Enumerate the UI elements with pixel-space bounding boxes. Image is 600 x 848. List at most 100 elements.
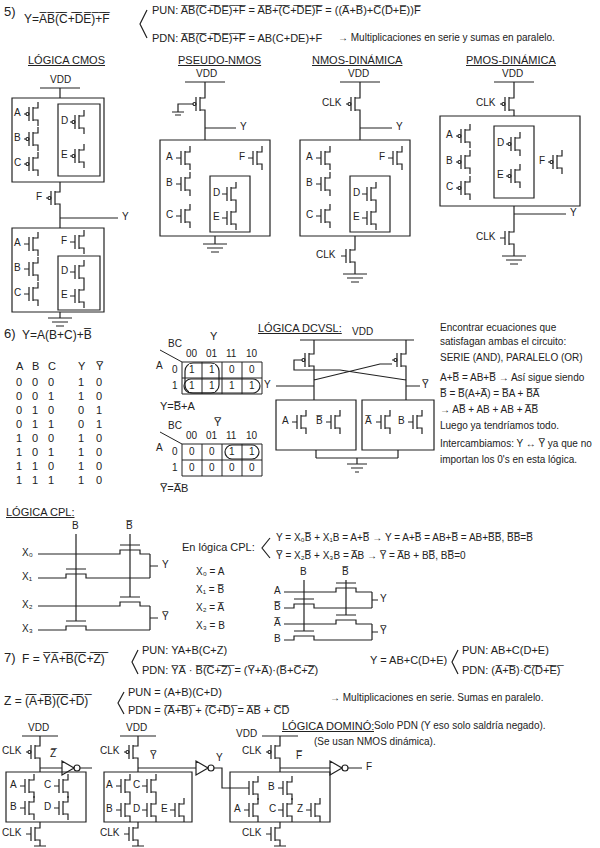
wire <box>494 82 566 264</box>
table-cell: 1 <box>32 474 38 487</box>
pin-label: A̅ <box>365 415 372 427</box>
nmos-transistor <box>316 204 330 228</box>
nmos-transistor <box>20 774 34 798</box>
table-cell: 0 <box>32 446 38 459</box>
pin-label: X₃ <box>22 623 33 635</box>
pin-label: VDD <box>28 722 49 734</box>
pmos-transistor <box>26 740 40 764</box>
note-text: importan los 0's en esta lógica. <box>440 454 577 466</box>
equation: X₀ = A <box>196 566 224 578</box>
section-heading: NMOS-DINÁMICA <box>312 54 402 67</box>
pin-label: CLK <box>100 745 119 757</box>
pin-label: A <box>306 151 313 163</box>
nmos-transistor <box>376 410 390 434</box>
equation: Y̅=A̅B <box>160 482 188 495</box>
equation: Y <box>210 330 217 343</box>
pmos-transistor <box>506 164 520 188</box>
equation: Y=B̅+A <box>160 400 195 413</box>
pin-label: E <box>497 169 504 181</box>
equation: Y = X₀B̅ + X₁B = A+B̅ → Y = A+B̅ = AB+B̅… <box>276 532 533 544</box>
table-cell: 0 <box>209 446 215 458</box>
nmos-transistor <box>176 172 190 196</box>
pin-label: E <box>213 211 220 223</box>
note-text: → Multiplicaciones en serie. Sumas en pa… <box>330 692 543 704</box>
table-cell: 0 <box>189 462 195 474</box>
nmos-transistor <box>292 410 306 434</box>
pin-label: F <box>61 235 67 247</box>
nmos-transistor <box>24 257 38 281</box>
note-text: SERIE (AND), PARALELO (OR) <box>440 352 583 364</box>
pin-label: BC <box>168 338 182 350</box>
wire <box>40 88 118 326</box>
nmos-transistor <box>222 182 236 206</box>
pin-label: Y <box>240 121 247 133</box>
exercise-number: 7) <box>4 650 16 666</box>
table-cell: 0 <box>48 460 54 473</box>
table-cell: Y̅ <box>96 360 103 373</box>
table-cell: 1 <box>96 404 102 417</box>
table-cell: 1 <box>249 446 255 458</box>
note-text: Luego ya tendríamos todo. <box>440 420 559 432</box>
table-cell: 1 <box>78 474 84 487</box>
pmos-transistor <box>548 150 562 174</box>
table-cell: 1 <box>78 390 84 403</box>
equation: PDN = (̅A̅+̅B̅)̅ + (̅C̅+̅D̅)̅ = A̅B̅ + C… <box>128 704 289 717</box>
pin-label: E <box>61 289 68 301</box>
pin-label: B̅ <box>316 415 323 427</box>
equation: X₃ = B <box>196 620 225 632</box>
nmos-transistor <box>266 822 280 846</box>
pmos-transistor <box>456 124 470 148</box>
pin-label: VDD <box>348 68 369 80</box>
pmos-transistor <box>456 150 470 174</box>
pin-label: A <box>156 442 163 454</box>
pmos-transistor <box>506 132 520 156</box>
table-cell: 0 <box>48 432 54 445</box>
pin-label: CLK <box>242 827 261 839</box>
pin-label: CLK <box>2 745 21 757</box>
pin-label: A <box>10 779 17 791</box>
table-cell: 0 <box>172 446 178 458</box>
table-cell: 0 <box>16 376 22 389</box>
pin-label: Z <box>297 803 303 815</box>
pin-label: D <box>213 187 220 199</box>
table-cell: 10 <box>246 430 257 442</box>
pin-label: CLK <box>476 231 495 243</box>
pin-label: VDD <box>50 74 71 86</box>
nmos-transistor <box>244 798 258 822</box>
pin-label: Y <box>380 593 387 605</box>
pin-label: B̅ <box>126 520 133 532</box>
pin-label: D <box>44 801 51 813</box>
pmos-transistor <box>346 92 360 116</box>
table-cell: 0 <box>32 432 38 445</box>
table-cell: 10 <box>246 348 257 360</box>
karnaugh-group <box>225 445 259 459</box>
pin-label: CLK <box>100 827 119 839</box>
table-cell: 0 <box>48 376 54 389</box>
table-cell: B <box>32 360 39 373</box>
equation: PUN: A̅B̅(̅C̅+̅D̅E̅)̅+̅F̅ = A̅B̅+̅(̅C̅+̅… <box>152 4 421 17</box>
note-text: (Se usan NMOS dinámica). <box>314 736 436 748</box>
equation: PDN: (A̅+̅B̅)·C̅(̅D̅+̅E̅)̅ <box>462 664 560 677</box>
equation: PDN: A̅B̅(̅C̅+̅D̅E̅)̅+̅F̅ = AB(C+DE)+F <box>152 32 322 45</box>
nmos-transistor <box>54 774 68 798</box>
equation: PUN: YA+B(C+Z) <box>142 644 227 657</box>
table-cell: 0 <box>78 418 84 431</box>
nmos-transistor <box>176 204 190 228</box>
pin-label: F <box>379 151 385 163</box>
pin-label: X₂ <box>22 599 33 611</box>
pin-label: C <box>14 287 21 299</box>
pin-label: B <box>274 633 281 645</box>
table-cell: A <box>16 360 23 373</box>
pin-label: C <box>133 779 140 791</box>
bracket <box>118 10 458 714</box>
table-cell: 0 <box>16 390 22 403</box>
equation: PDN: Y̅A̅ · B̅(̅C̅+̅Z̅)̅ = (Y̅+A̅)·(B̅+C… <box>142 664 318 677</box>
pin-label: B <box>446 155 453 167</box>
pmos-transistor <box>500 92 514 116</box>
pmos-transistor <box>70 144 84 168</box>
pin-label: E <box>353 211 360 223</box>
nmos-transistor <box>500 226 514 250</box>
pmos-transistor <box>24 127 38 151</box>
note-text: Encontrar ecuaciones que <box>440 322 556 334</box>
pin-label: A <box>166 151 173 163</box>
